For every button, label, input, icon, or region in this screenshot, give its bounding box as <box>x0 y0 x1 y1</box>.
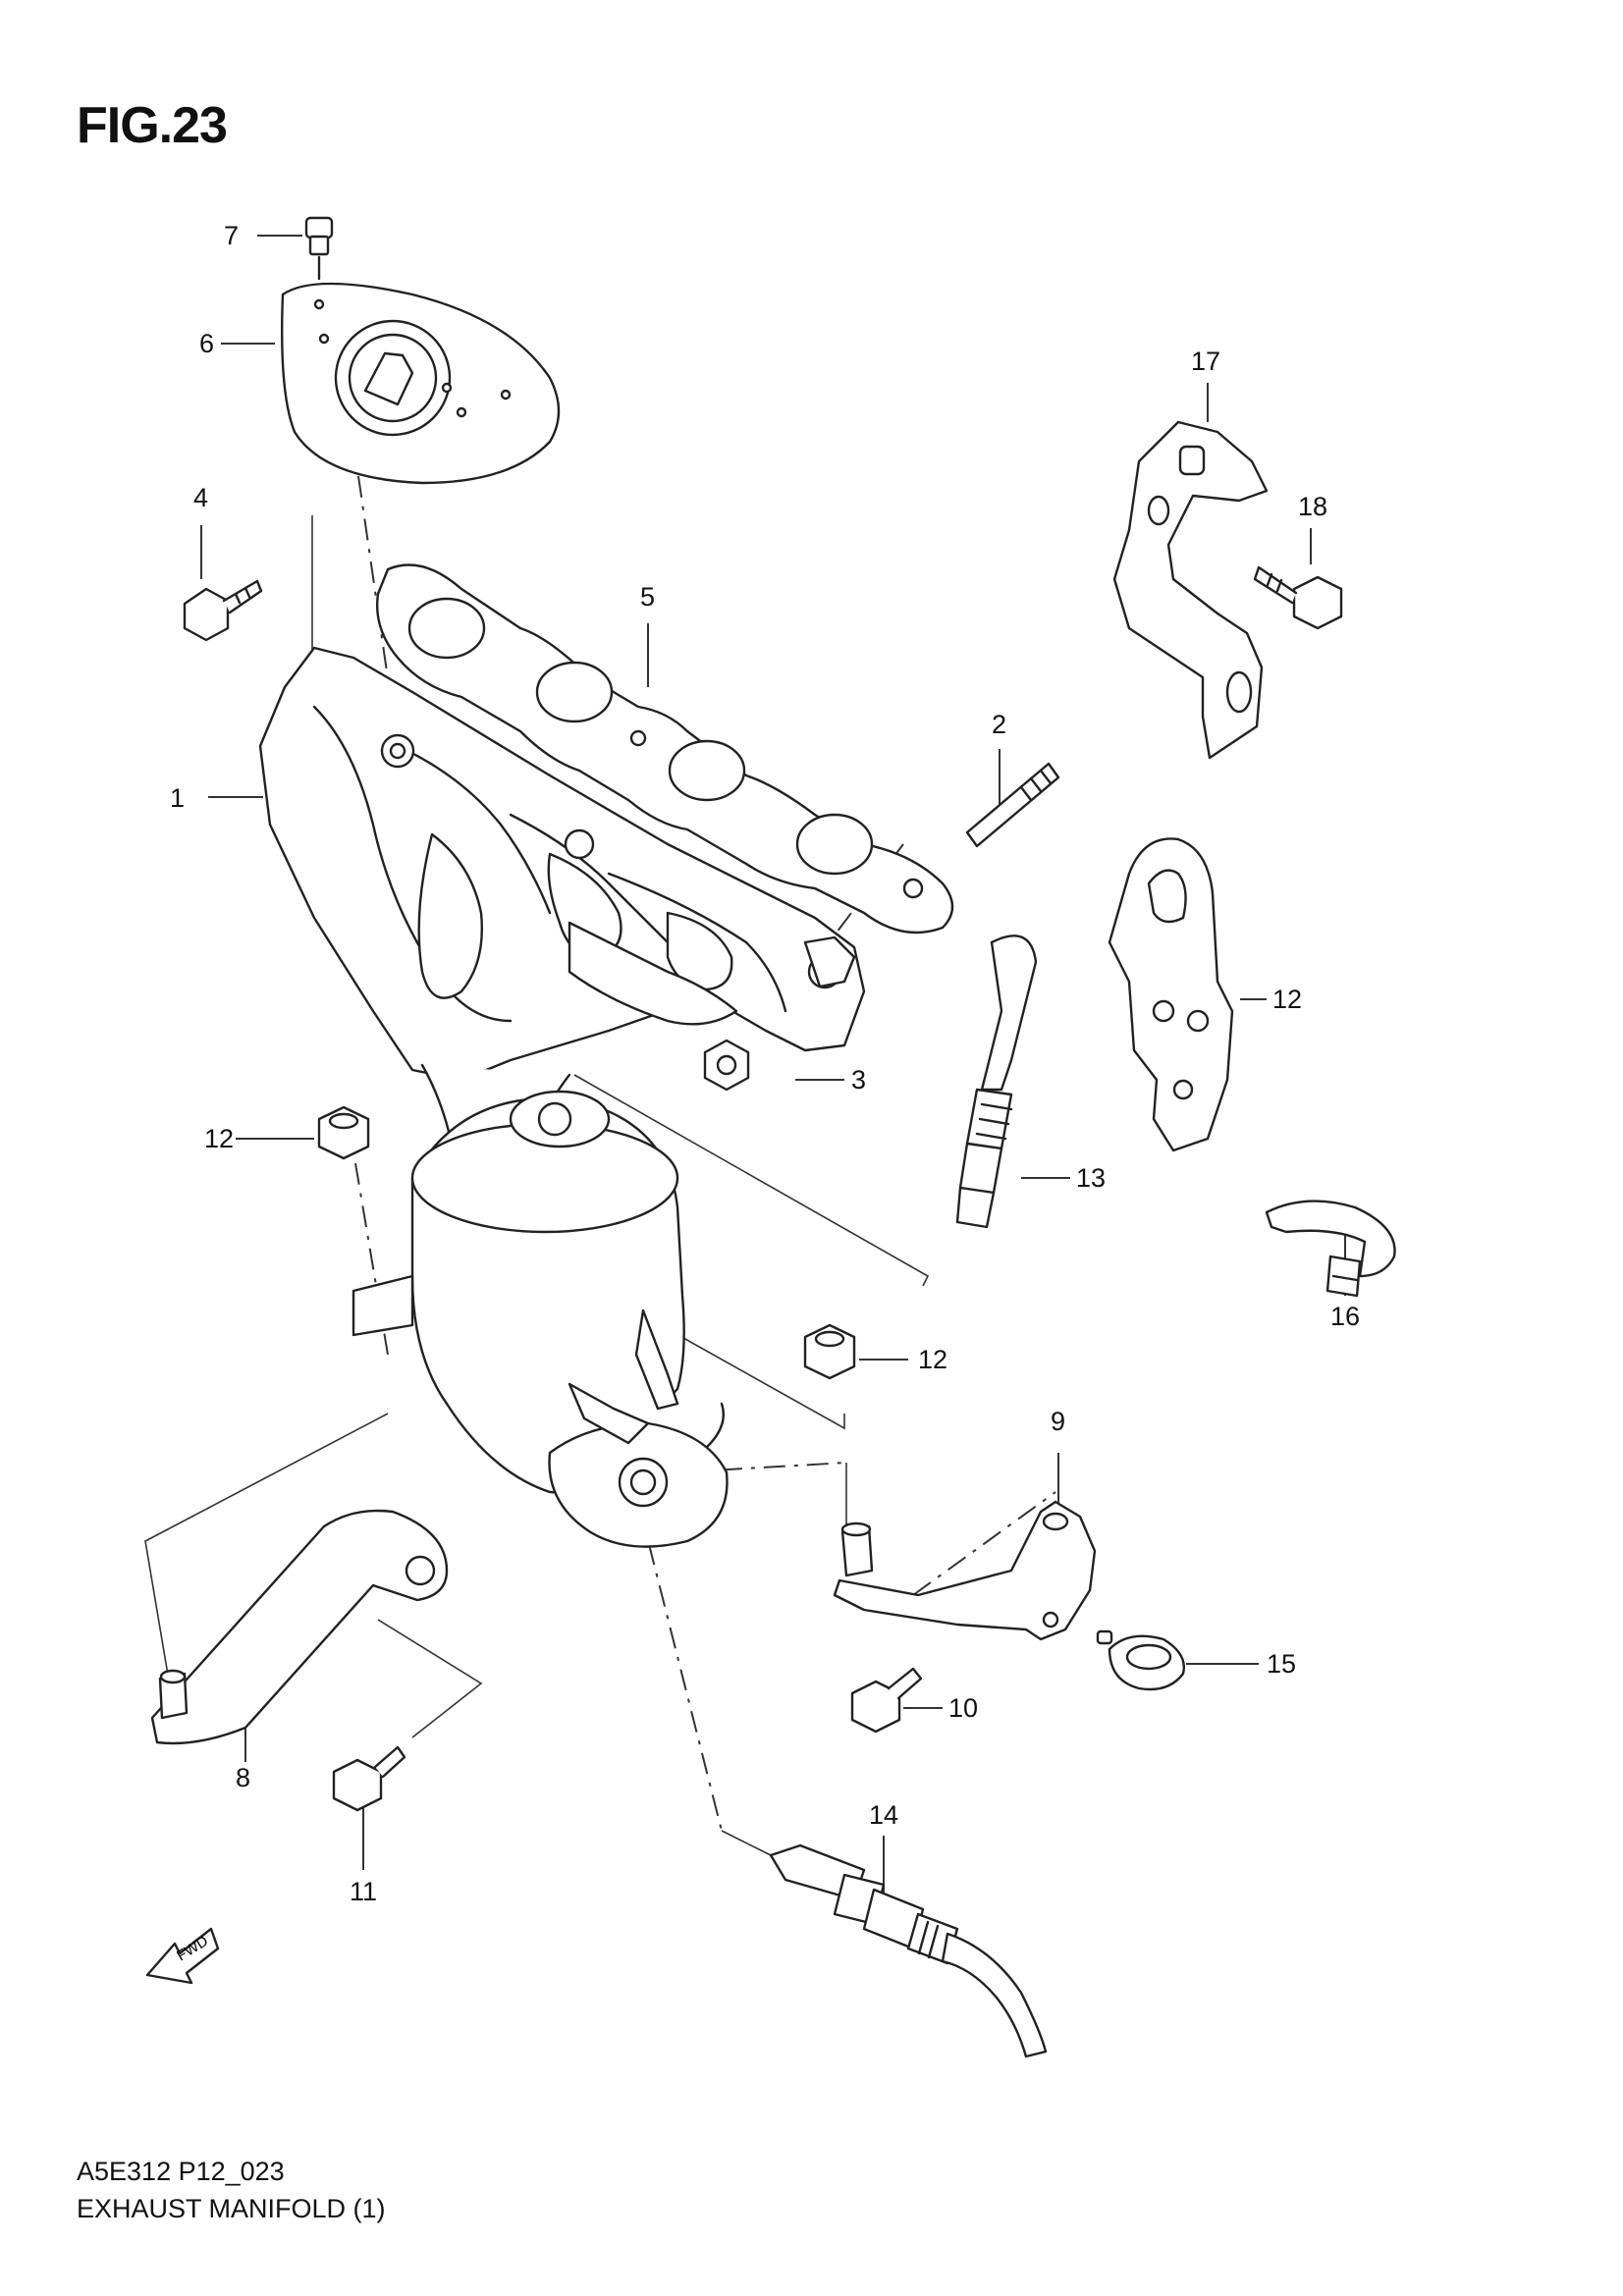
part-9-bracket <box>833 1500 1097 1641</box>
figure-footer: A5E312 P12_023 EXHAUST MANIFOLD (1) <box>77 2153 386 2227</box>
callout-10: 10 <box>948 1693 978 1723</box>
part-8-stay-bracket <box>150 1509 449 1745</box>
part-7-bolt <box>304 216 334 281</box>
part-4-bolt <box>183 579 263 642</box>
callout-9: 9 <box>1051 1407 1065 1436</box>
callout-12-lower: 12 <box>918 1345 947 1374</box>
fwd-arrow: FWD <box>145 1927 220 1985</box>
callout-12-upper: 12 <box>204 1124 234 1153</box>
part-19-bolt <box>1253 565 1343 630</box>
callout-3: 3 <box>851 1065 866 1095</box>
callout-2: 2 <box>992 710 1006 739</box>
callout-numbers: 7 6 4 5 2 1 17 18 12 13 3 12 12 9 15 10 … <box>170 221 1360 1906</box>
callout-5: 5 <box>640 582 655 612</box>
callout-13: 12 <box>1272 985 1302 1014</box>
part-11-bolt <box>332 1745 406 1812</box>
part-12-nut-lower <box>803 1323 856 1380</box>
part-14-oxygen-sensor <box>955 934 1038 1229</box>
callout-18: 17 <box>1191 347 1220 376</box>
callout-8: 8 <box>236 1763 250 1792</box>
callout-16: 15 <box>1267 1649 1296 1679</box>
callout-1: 1 <box>170 783 185 813</box>
callout-6: 6 <box>199 329 214 358</box>
figure-code: A5E312 P12_023 <box>77 2157 285 2186</box>
part-3-nut <box>703 1039 750 1092</box>
part-12-nut-upper <box>317 1105 370 1160</box>
callout-4: 4 <box>193 483 208 512</box>
callout-7: 7 <box>224 221 239 250</box>
part-5-gasket <box>376 563 954 934</box>
part-13-bracket <box>1108 837 1234 1152</box>
part-1-exhaust-manifold <box>258 646 866 1548</box>
part-17-clamp <box>1265 1200 1396 1298</box>
callout-19: 18 <box>1298 492 1327 521</box>
callout-17: 16 <box>1330 1302 1360 1331</box>
part-16-clamp <box>1096 1629 1185 1691</box>
part-18-bracket <box>1112 420 1269 760</box>
callout-15: 14 <box>869 1800 898 1830</box>
part-10-bolt <box>850 1667 923 1734</box>
callout-14: 13 <box>1076 1163 1106 1193</box>
callout-11: 11 <box>350 1877 377 1906</box>
part-15-oxygen-sensor <box>769 1843 1048 2058</box>
figure-caption: EXHAUST MANIFOLD (1) <box>77 2194 386 2223</box>
part-6-heat-shield <box>281 282 561 485</box>
figure-title: FIG.23 <box>77 97 228 154</box>
part-2-stud <box>965 762 1060 848</box>
